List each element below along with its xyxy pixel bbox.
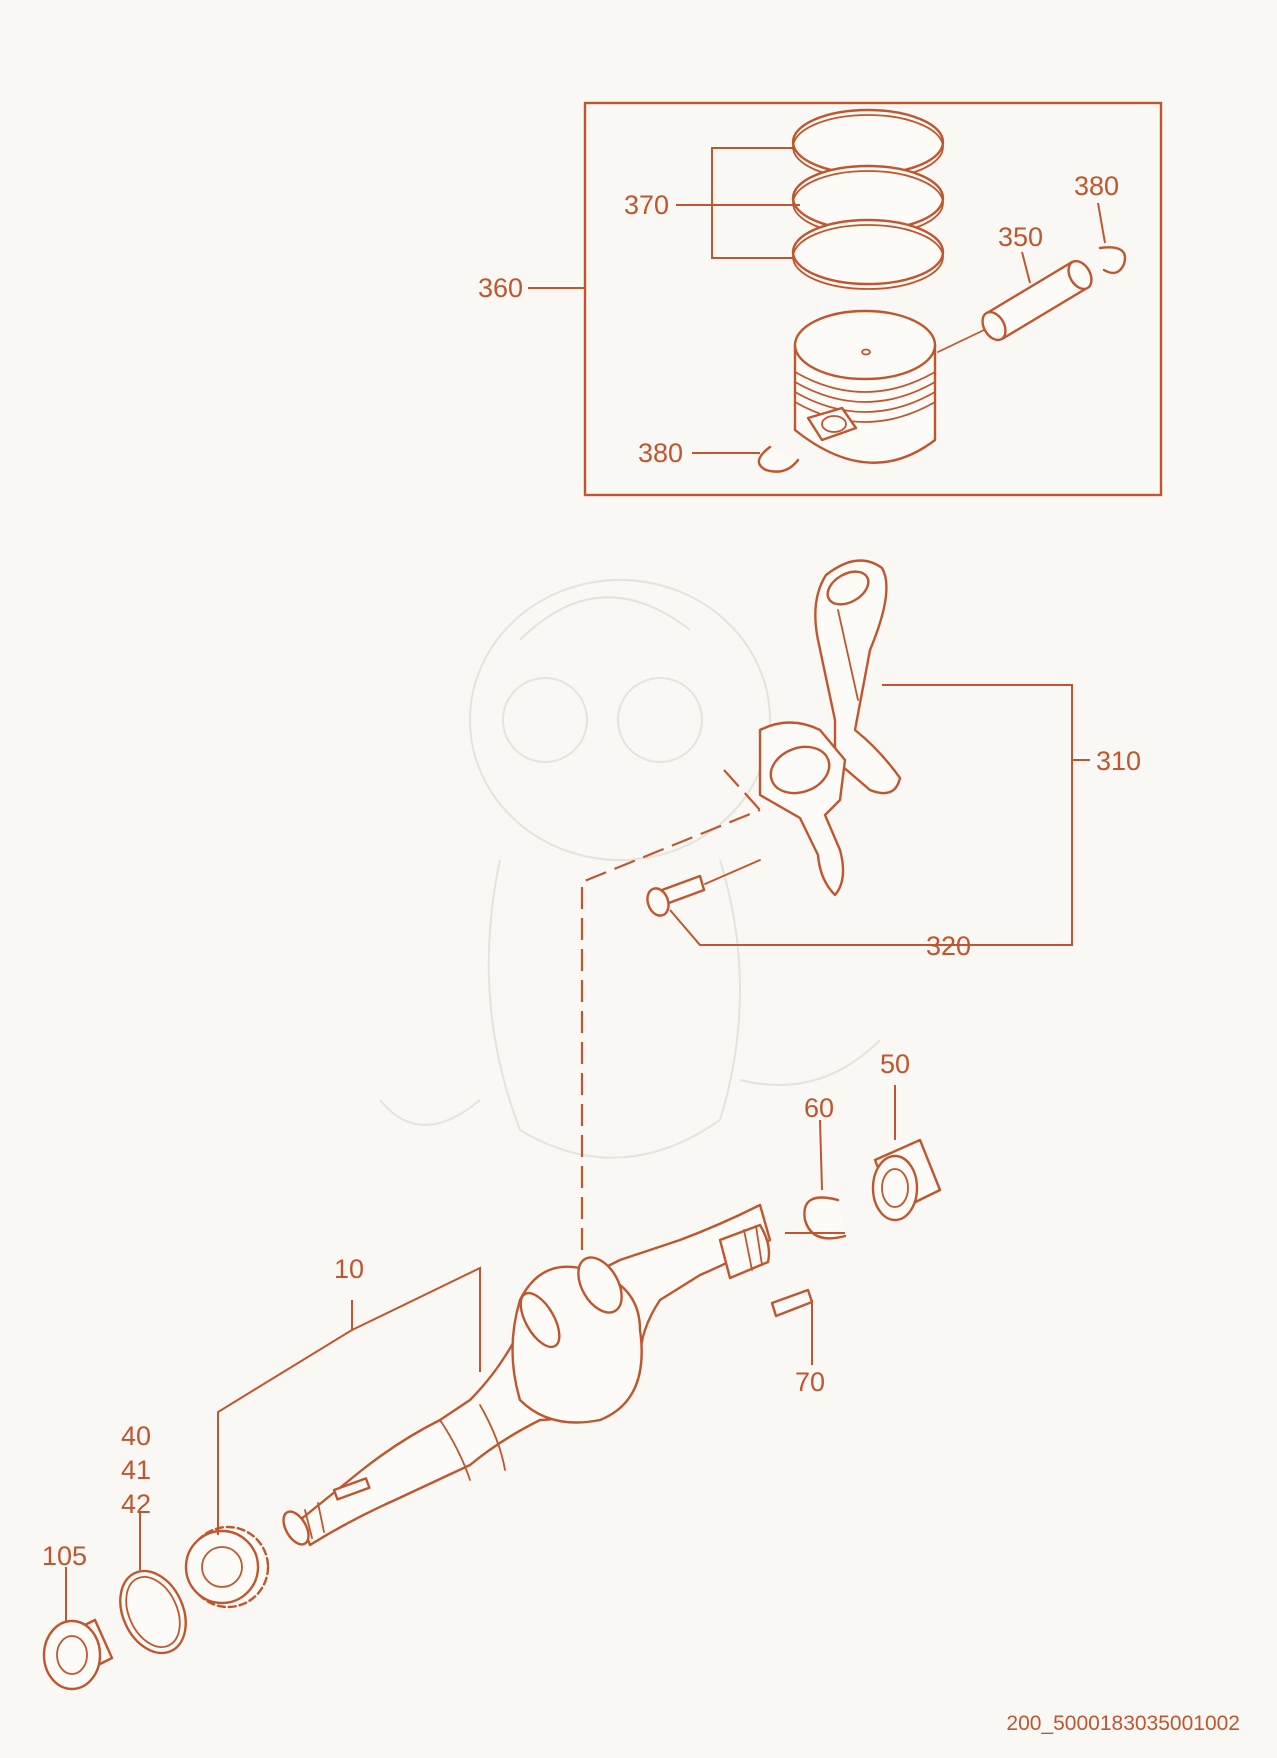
callout-60: 60 — [804, 1093, 834, 1123]
woodruff-key — [770, 1288, 814, 1318]
connecting-rod-bolt — [646, 859, 761, 917]
callout-380-bottom: 380 — [638, 438, 683, 468]
callout-50: 50 — [880, 1049, 910, 1079]
callout-370: 370 — [624, 190, 669, 220]
thrust-washer — [119, 1569, 187, 1655]
assembly-axis-dashed — [580, 769, 761, 1250]
piston — [793, 309, 937, 464]
callout-380-top: 380 — [1074, 171, 1119, 201]
crankshaft — [282, 1203, 772, 1547]
leader-lines — [65, 147, 1106, 1622]
callout-42: 42 — [121, 1489, 151, 1519]
timing-gear — [184, 1525, 270, 1609]
piston-rings — [791, 108, 945, 290]
callout-41: 41 — [121, 1455, 151, 1485]
callout-320: 320 — [926, 931, 971, 961]
callout-310: 310 — [1096, 746, 1141, 776]
reference-code: 200_5000183035001002 — [1006, 1712, 1240, 1735]
callout-105: 105 — [42, 1541, 87, 1571]
callout-70: 70 — [795, 1367, 825, 1397]
bearing-105 — [42, 1618, 114, 1691]
circlip-bottom — [757, 445, 800, 473]
retaining-ring-60 — [803, 1196, 847, 1240]
circlip-top — [1098, 246, 1127, 275]
callout-10: 10 — [334, 1254, 364, 1284]
callout-40: 40 — [121, 1421, 151, 1451]
callout-360: 360 — [478, 273, 523, 303]
watermark-illustration — [379, 579, 881, 1159]
callout-350: 350 — [998, 222, 1043, 252]
connecting-rod — [758, 559, 902, 897]
piston-assembly-frame — [583, 101, 1163, 497]
bearing-50 — [871, 1138, 942, 1222]
piston-pin — [937, 259, 1093, 353]
